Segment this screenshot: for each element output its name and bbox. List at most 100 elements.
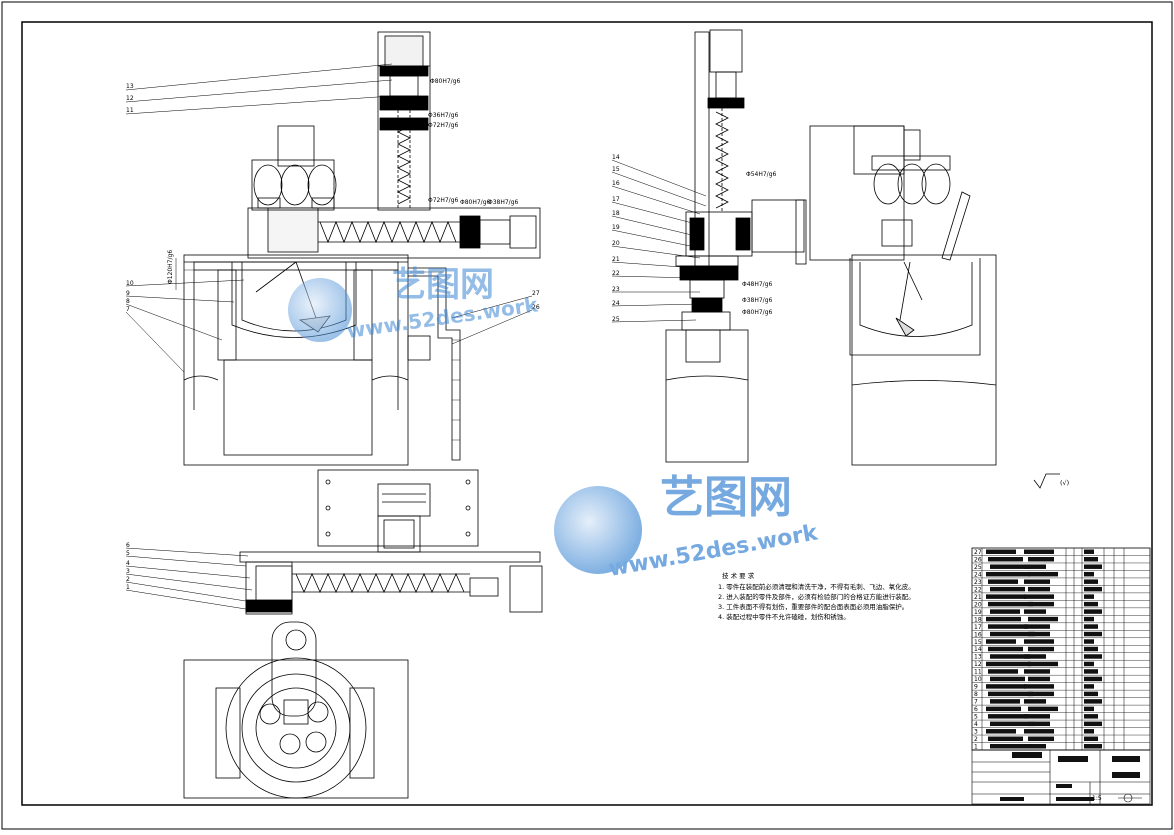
title-block-scale: 1:5 [1092, 795, 1102, 802]
bom-row-number: 24 [974, 571, 982, 578]
callout-1: 1 [126, 584, 130, 591]
bom-redacted-cell [1028, 721, 1050, 727]
fit-label-2: Φ36H7/g6 [428, 112, 459, 119]
bom-row-number: 1 [974, 744, 978, 751]
bom-row-number: 6 [974, 706, 978, 713]
bom-row-number: 27 [974, 549, 982, 556]
bom-row-number: 5 [974, 714, 978, 721]
bom-redacted-cell [1028, 601, 1054, 607]
bom-redacted-cell [1084, 714, 1098, 719]
callout-20: 20 [612, 240, 620, 247]
bom-redacted-cell [1028, 736, 1054, 742]
watermark-globe-icon-2 [554, 486, 642, 574]
bom-redacted-cell [1084, 571, 1094, 577]
bom-row-number: 12 [974, 661, 982, 668]
callout-11: 11 [126, 107, 134, 114]
side-view-labels: 14 15 16 17 18 19 20 21 22 23 24 25 Φ54H… [612, 154, 777, 323]
bom-row-number: 18 [974, 616, 982, 623]
bom-redacted-cell [988, 646, 1023, 652]
bom-redacted-cell [988, 556, 1023, 562]
bom-redacted-cell [990, 654, 1030, 659]
tech-note-3: 3. 工件表面不得有划伤，重要部件的配合面表面必须用油脂保护。 [718, 602, 908, 611]
callout-22: 22 [612, 270, 620, 277]
bom-redacted-cell [1028, 616, 1058, 622]
bom-redacted-cell [990, 721, 1035, 727]
bom-redacted-cell [1028, 586, 1050, 592]
bom-redacted-cell [1024, 684, 1054, 689]
tech-notes-title: 技 术 要 求 [722, 571, 755, 580]
bom-redacted-cell [1084, 631, 1102, 637]
callout-3: 3 [126, 568, 130, 575]
bom-redacted-cell [988, 601, 1033, 607]
watermark-brand: 艺图网 [392, 265, 494, 305]
front-view-hatch [184, 269, 460, 441]
bom-redacted-cell [990, 676, 1025, 682]
bom-redacted-cell [1084, 616, 1094, 622]
bom-redacted-cell [990, 564, 1030, 569]
fit-label-10: Φ80H7/g6 [742, 309, 773, 316]
bom-redacted-cell [1084, 699, 1102, 704]
fit-label-8: Φ48H7/g6 [742, 281, 773, 288]
callout-15: 15 [612, 166, 620, 173]
bom-redacted-cell [990, 631, 1035, 637]
bom-redacted-cell [986, 594, 1026, 599]
callout-5: 5 [126, 550, 130, 557]
bom-redacted-cell [1028, 676, 1050, 682]
bom-redacted-cell [1084, 661, 1094, 667]
bom-redacted-cell [986, 616, 1021, 622]
bom-row-number: 8 [974, 691, 978, 698]
callout-21: 21 [612, 256, 620, 263]
bom-redacted-cell [988, 714, 1028, 719]
bom-redacted-cell [1028, 706, 1058, 712]
bom-redacted-cell [1024, 699, 1046, 704]
bom-redacted-cell [1084, 601, 1098, 607]
bom-redacted-cell [1084, 639, 1094, 644]
surface-finish-note: (√) [1060, 479, 1069, 487]
fit-label-4: Φ72H7/g6 [428, 197, 459, 204]
bom-redacted-cell [990, 744, 1030, 749]
bom-row-number: 13 [974, 654, 982, 661]
callout-13: 13 [126, 83, 134, 90]
tech-note-2: 2. 进入装配的零件及部件，必须有检验部门的合格证方能进行装配。 [718, 592, 915, 601]
callout-2: 2 [126, 576, 130, 583]
bom-row-number: 20 [974, 601, 982, 608]
callout-12: 12 [126, 95, 134, 102]
bom-row-number: 3 [974, 729, 978, 736]
watermark-top: 艺图网 www.52des.work [288, 265, 540, 343]
bom-redacted-cell [1084, 691, 1098, 697]
bom-redacted-cell [986, 661, 1031, 667]
bom-redacted-cell [1084, 676, 1102, 682]
bom-redacted-cell [1084, 736, 1098, 742]
bom-redacted-cell [988, 669, 1018, 674]
bom-redacted-cell [1084, 594, 1094, 599]
dim-vertical: Φ120H7/g6 [167, 250, 174, 284]
title-block [971, 749, 1151, 805]
bom-row-number: 25 [974, 564, 982, 571]
fit-label-9: Φ38H7/g6 [742, 297, 773, 304]
bom-redacted-cell [1084, 684, 1094, 689]
bom-redacted-cell [1024, 639, 1054, 644]
bom-redacted-cell [986, 571, 1031, 577]
bom-redacted-cell [1028, 571, 1058, 577]
inner-frame [21, 21, 1153, 806]
bom-redacted-cell [988, 691, 1033, 697]
bom-row-number: 4 [974, 721, 978, 728]
bom-row-number: 23 [974, 579, 982, 586]
front-view-leaders [125, 63, 533, 373]
callout-27: 27 [532, 290, 540, 297]
side-view [665, 29, 997, 466]
bom-redacted-cell [1084, 706, 1094, 712]
tech-note-4: 4. 装配过程中零件不允许磕碰，划伤和锈蚀。 [718, 612, 850, 621]
bom-redacted-cell [988, 579, 1018, 584]
side-view-leaders [611, 159, 707, 323]
bom-table: 2726252423222120191817161514131211109876… [971, 547, 1151, 751]
bom-redacted-cell [1024, 564, 1046, 569]
fit-label-5: Φ80H7/g6 [460, 199, 491, 206]
callout-25: 25 [612, 316, 620, 323]
bom-redacted-cell [1084, 579, 1098, 584]
bom-row-number: 22 [974, 586, 982, 593]
bom-row-number: 15 [974, 639, 982, 646]
bom-redacted-cell [988, 624, 1028, 629]
bom-redacted-cell [986, 729, 1016, 734]
